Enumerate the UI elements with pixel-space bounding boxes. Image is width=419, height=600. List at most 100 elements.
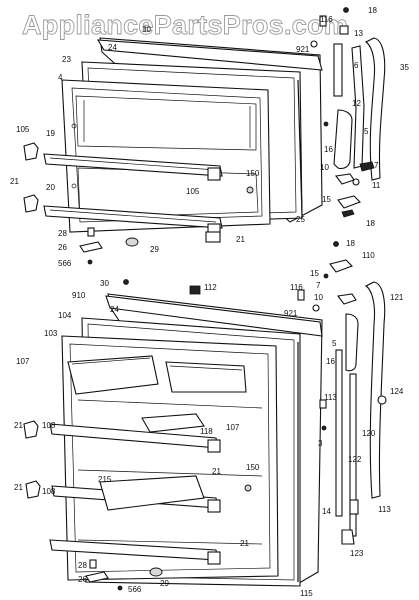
part-label: 104	[58, 311, 72, 320]
fresh-food-plug-921	[312, 304, 320, 312]
part-label: 15	[322, 195, 331, 204]
fresh-food-plug-150	[244, 484, 252, 492]
part-label: 113	[324, 393, 337, 402]
fresh-food-part-26	[85, 571, 109, 583]
part-label: 15	[310, 269, 319, 278]
part-label: 124	[390, 387, 404, 396]
part-label: 21	[236, 235, 245, 244]
part-label: 16	[326, 357, 335, 366]
freezer-screw-16	[323, 121, 329, 127]
part-label: 29	[160, 579, 169, 588]
freezer-hinge-bottom-15	[337, 195, 361, 209]
fresh-food-bin-107-left	[67, 355, 159, 395]
freezer-hinge-pin-7	[359, 161, 375, 172]
part-label: 118	[200, 427, 213, 436]
fresh-food-bottom-parts	[85, 559, 163, 591]
part-label: 24	[110, 305, 119, 314]
freezer-shelf-bar-line	[49, 157, 217, 171]
fresh-food-shelf-end-cap	[207, 499, 221, 513]
fresh-food-shelf-end-cap	[207, 551, 221, 565]
freezer-door-assembly	[23, 37, 323, 237]
part-label: 23	[62, 55, 71, 64]
freezer-liner-upper-cavity	[75, 95, 257, 151]
fresh-food-part-123	[341, 529, 355, 545]
fresh-food-screw-15	[323, 273, 329, 279]
freezer-shelf-bar-line	[49, 209, 217, 223]
part-label: 113	[378, 505, 391, 514]
part-label: 26	[78, 575, 87, 584]
part-label: 123	[350, 549, 364, 558]
part-label: 116	[290, 283, 303, 292]
part-label: 103	[44, 329, 58, 338]
fresh-food-tray-118	[141, 413, 205, 433]
part-label: 28	[78, 561, 87, 570]
fresh-food-part-28	[89, 559, 97, 569]
fresh-food-door-assembly	[23, 293, 323, 587]
part-label: 215	[98, 475, 112, 484]
part-label: 13	[354, 29, 363, 38]
freezer-screw-18-top	[343, 7, 349, 13]
part-label: 910	[72, 291, 86, 300]
freezer-shelf-end-cap	[207, 167, 221, 181]
freezer-door-top-edge	[96, 39, 323, 71]
freezer-shelf-bar-19	[43, 153, 223, 177]
fresh-food-screw-566	[117, 585, 123, 591]
fresh-food-bracket-5	[345, 313, 359, 372]
part-label: 105	[16, 125, 30, 134]
part-label: 14	[322, 507, 331, 516]
freezer-gasket-strip-25	[297, 79, 303, 215]
part-label: 7	[316, 281, 321, 290]
fresh-food-hinge-parts	[123, 241, 387, 545]
freezer-handle-35	[364, 37, 386, 181]
part-label: 21	[14, 421, 23, 430]
fresh-food-part-112	[189, 285, 201, 295]
fresh-food-part-113	[349, 499, 359, 515]
fresh-food-bin-lip	[71, 357, 151, 365]
part-label: 29	[150, 245, 159, 254]
freezer-liner-screw-hole	[71, 183, 77, 189]
freezer-hinge-10	[335, 173, 355, 185]
part-label: 107	[226, 423, 240, 432]
part-label: 16	[324, 145, 333, 154]
part-label: 21	[10, 177, 19, 186]
part-label: 120	[362, 429, 376, 438]
part-label: 108	[42, 487, 56, 496]
freezer-hinge-cover-5	[333, 109, 353, 170]
fresh-food-rail-14	[335, 349, 343, 517]
freezer-part-28	[87, 227, 95, 237]
freezer-shelf-clip-105	[23, 142, 39, 161]
part-label: 110	[362, 251, 375, 260]
freezer-part-26	[79, 241, 103, 253]
fresh-food-screw-3	[321, 425, 327, 431]
freezer-shelf-clip-21	[23, 194, 39, 213]
freezer-plug-921	[310, 40, 318, 48]
fresh-food-liner-ledge	[77, 399, 263, 409]
freezer-bottom-parts	[79, 227, 221, 265]
fresh-food-liner-ledge	[77, 469, 263, 477]
part-label: 19	[46, 129, 55, 138]
part-label: 20	[46, 183, 55, 192]
part-label: 122	[348, 455, 362, 464]
part-label: 21	[240, 539, 249, 548]
part-label: 108	[42, 421, 56, 430]
part-label: 107	[16, 357, 30, 366]
part-label: 6	[354, 61, 359, 70]
freezer-part-13	[339, 25, 349, 35]
part-label: 7	[374, 161, 379, 170]
part-label: 121	[390, 293, 404, 302]
part-label: 116	[320, 15, 333, 24]
fresh-food-part-113a	[319, 399, 327, 409]
fresh-food-screw-18	[333, 241, 339, 247]
watermark-text: AppliancePartsPros.com	[22, 10, 348, 40]
fresh-food-liner-ledge	[77, 539, 263, 545]
freezer-hinge-parts	[310, 7, 386, 218]
part-label: 10	[320, 163, 329, 172]
part-label: 12	[352, 99, 361, 108]
freezer-clip-21	[205, 231, 221, 243]
freezer-plug-150	[246, 186, 254, 194]
fresh-food-part-116	[297, 289, 305, 301]
freezer-part-116	[319, 15, 327, 27]
fresh-food-hinge-10	[337, 293, 357, 305]
part-label: 10	[314, 293, 323, 302]
